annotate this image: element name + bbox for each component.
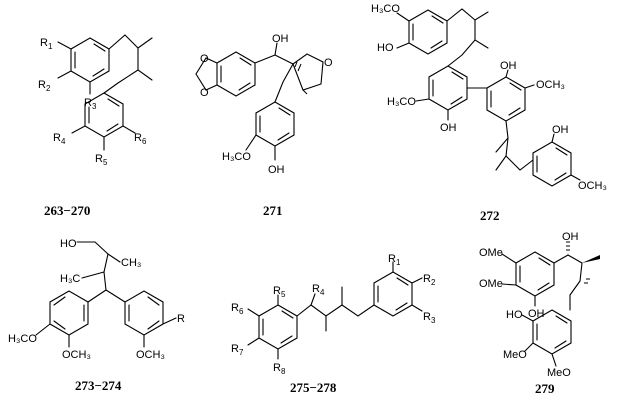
ome-label: OMe xyxy=(479,247,503,259)
och3-label: OCH₃ xyxy=(578,180,607,192)
r3-label: R3 xyxy=(423,311,436,325)
o-dioxole-label: O xyxy=(200,87,209,99)
r8-label: R8 xyxy=(273,362,286,376)
oh-label: OH xyxy=(528,308,545,320)
oh-label: OH xyxy=(272,33,289,45)
r6-label: R6 xyxy=(134,132,147,146)
meo-label: MeO xyxy=(547,367,571,379)
h3co-label: H₃CO xyxy=(387,96,416,108)
ome-label: OMe xyxy=(479,278,503,290)
r4-label: R4 xyxy=(312,283,325,297)
oh-label: OH xyxy=(562,231,579,243)
compound-263-270: R1 R2 R3 R4 R5 R6 263−270 xyxy=(38,34,153,218)
compound-number: 263−270 xyxy=(44,203,90,218)
oh-label: OH xyxy=(268,164,285,176)
r-label: R xyxy=(177,313,185,325)
oh-label: OH xyxy=(552,124,569,136)
r6-label: R6 xyxy=(231,302,244,316)
compound-279: OH OMe OMe OH HO MeO MeO 279 xyxy=(479,231,600,396)
o-dioxole-label: O xyxy=(200,53,209,65)
h3co-label: H₃CO xyxy=(222,151,251,163)
compound-number: 271 xyxy=(263,203,283,218)
compound-275-278: R1 R2 R3 R4 R5 R6 R7 R8 275−278 xyxy=(231,253,436,395)
r2-label: R2 xyxy=(423,273,436,287)
r5-label: R5 xyxy=(95,153,108,167)
ch3-label: CH₃ xyxy=(121,257,141,269)
ho-label: HO xyxy=(60,238,77,250)
compound-number: 272 xyxy=(480,208,500,223)
r2-label: R2 xyxy=(38,79,51,93)
compound-number: 273−274 xyxy=(75,378,122,393)
r5-label: R5 xyxy=(273,285,286,299)
och3-label: OCH₃ xyxy=(136,349,165,361)
compound-number: 279 xyxy=(535,381,555,396)
meo-label: MeO xyxy=(503,349,527,361)
r1-label: R1 xyxy=(40,37,53,51)
r7-label: R7 xyxy=(231,343,244,357)
compound-272: H₃CO HO OH H₃CO OCH₃ OH OH OCH₃ 272 xyxy=(371,3,607,223)
h3c-label: H₃C xyxy=(60,273,80,285)
r1-label: R1 xyxy=(388,253,401,267)
compound-271: OH O O O H₃CO OH 271 xyxy=(195,33,333,218)
h3co-label: H₃CO xyxy=(8,333,37,345)
ho-label: HO xyxy=(506,309,523,321)
compound-number: 275−278 xyxy=(290,380,337,395)
ho-label: HO xyxy=(377,42,394,54)
r3-label: R3 xyxy=(84,97,97,111)
oh-label: OH xyxy=(500,60,517,72)
o-ring-label: O xyxy=(324,57,333,69)
oh-label: OH xyxy=(440,122,457,134)
h3co-label: H₃CO xyxy=(371,3,400,15)
och3-label: OCH₃ xyxy=(536,79,565,91)
och3-label: OCH₃ xyxy=(62,349,91,361)
r4-label: R4 xyxy=(53,132,66,146)
compound-273-274: HO CH₃ H₃C H₃CO OCH₃ OCH₃ R 273−274 xyxy=(8,238,185,393)
